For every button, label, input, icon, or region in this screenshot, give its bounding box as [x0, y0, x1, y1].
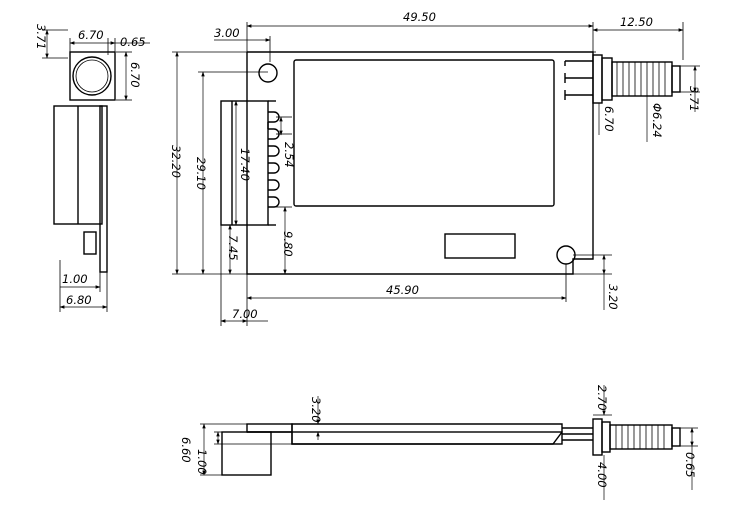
dim-hole-span: 45.90 [386, 283, 419, 297]
sma-antenna-connector [564, 54, 681, 104]
dim-front-ant-right: 0.65 [683, 452, 697, 478]
dim-front-total-h: 6.60 [179, 437, 193, 463]
dim-front-board-h: 3.20 [309, 397, 323, 423]
dim-pin-pitch: 2.54 [282, 142, 296, 168]
front-antenna [562, 418, 681, 456]
dim-hole-offset: 3.00 [214, 26, 240, 40]
side-view [42, 29, 150, 312]
dim-antenna-diam: Φ6.24 [650, 103, 664, 138]
dim-side-connector-h: 3.71 [34, 24, 48, 50]
front-view [200, 385, 698, 500]
dim-front-small: 1.00 [195, 449, 209, 475]
dim-front-ant-top: 2.70 [595, 385, 609, 411]
dim-side-height: 6.70 [128, 62, 142, 88]
dim-side-pin-offset: 0.65 [120, 35, 146, 49]
dim-left-offset: 7.00 [232, 307, 258, 321]
header-pins [267, 111, 280, 208]
top-view [172, 22, 700, 326]
dim-hole-bottom: 3.20 [606, 284, 620, 310]
dimension-labels: 6.70 0.65 3.71 6.70 1.00 6.80 49.50 12.5… [34, 10, 701, 488]
dim-header-bottom: 7.45 [226, 235, 240, 261]
dim-front-ant-bottom: 4.00 [595, 462, 609, 488]
dim-pcb-height: 32.20 [169, 145, 183, 178]
dim-antenna-base: 6.70 [602, 106, 616, 132]
dim-side-width-top: 6.70 [78, 28, 104, 42]
dim-header-inner: 9.80 [281, 231, 295, 257]
dim-side-bottom-total: 6.80 [66, 293, 92, 307]
dim-side-bottom-small: 1.00 [62, 272, 88, 286]
dim-antenna-offset: 3.71 [687, 86, 701, 112]
dim-header-span: 29.10 [194, 157, 208, 190]
dim-header-len: 17.40 [238, 148, 252, 181]
dim-antenna-length: 12.50 [620, 15, 653, 29]
dim-overall-length: 49.50 [403, 10, 436, 24]
